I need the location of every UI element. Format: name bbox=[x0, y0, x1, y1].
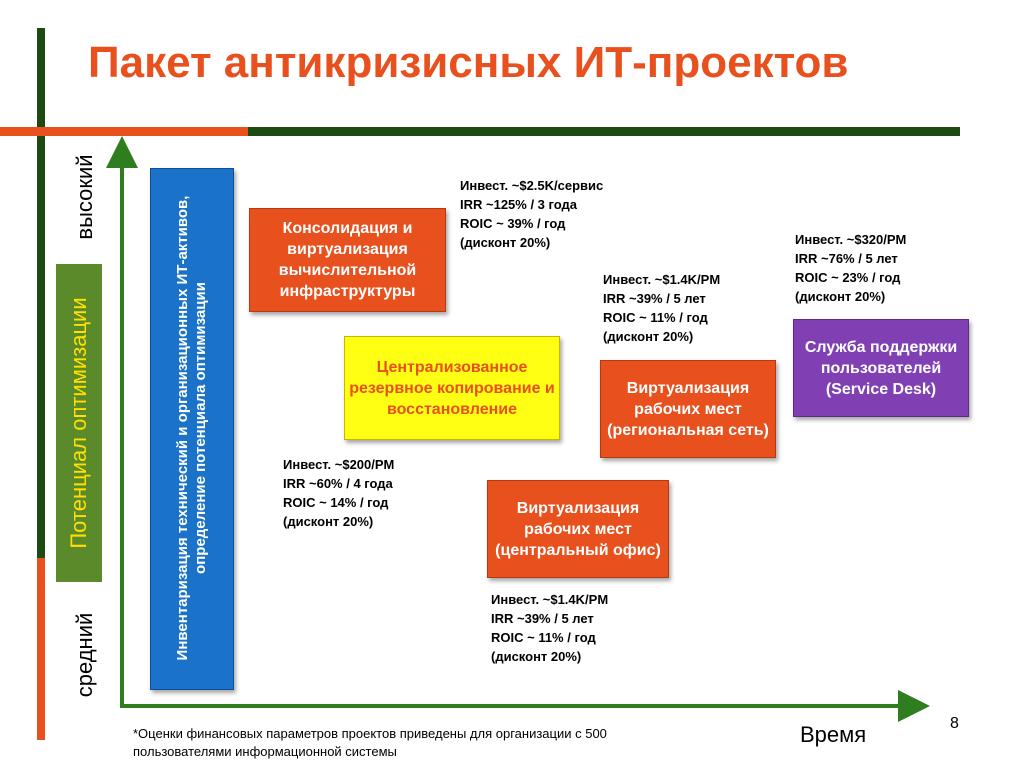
fin-invest: Инвест. ~$200/PM bbox=[283, 457, 395, 472]
left-green-bar bbox=[37, 28, 45, 558]
fin-invest: Инвест. ~$1.4K/PM bbox=[603, 272, 721, 287]
fin-invest: Инвест. ~$1.4K/PM bbox=[491, 592, 609, 607]
financials-backup: Инвест. ~$200/PM IRR ~60% / 4 года ROIC … bbox=[283, 455, 394, 531]
y-axis-label: Потенциал оптимизации bbox=[66, 297, 91, 549]
project-consolidation: Консолидация и виртуализация вычислитель… bbox=[249, 208, 446, 312]
fin-irr: IRR ~60% / 4 года bbox=[283, 476, 393, 491]
footnote: *Оценки финансовых параметров проектов п… bbox=[133, 726, 607, 759]
fin-irr: IRR ~76% / 5 лет bbox=[795, 251, 898, 266]
project-backup: Централизованное резервное копирование и… bbox=[344, 336, 560, 440]
fin-roic: ROIC ~ 39% / год bbox=[460, 216, 566, 231]
y-axis-label-box bbox=[56, 264, 102, 582]
foundation-text: Инвентаризация технический и организацио… bbox=[174, 195, 209, 661]
fin-irr: IRR ~39% / 5 лет bbox=[603, 291, 706, 306]
title-underline-orange bbox=[0, 127, 248, 136]
project-service-desk: Служба поддержки пользователей (Service … bbox=[793, 319, 969, 417]
fin-irr: IRR ~125% / 3 года bbox=[460, 197, 578, 212]
y-axis-mid-label: средний bbox=[72, 612, 97, 698]
fin-roic: ROIC ~ 11% / год bbox=[603, 310, 708, 325]
fin-invest: Инвест. ~$320/PM bbox=[795, 232, 907, 247]
financials-service-desk: Инвест. ~$320/PM IRR ~76% / 5 лет ROIC ~… bbox=[795, 230, 906, 306]
foundation-box: Инвентаризация технический и организацио… bbox=[150, 168, 234, 690]
financials-vdi-regional: Инвест. ~$1.4K/PM IRR ~39% / 5 лет ROIC … bbox=[603, 270, 720, 346]
fin-discount: (дисконт 20%) bbox=[283, 514, 374, 529]
fin-roic: ROIC ~ 23% / год bbox=[795, 270, 901, 285]
fin-discount: (дисконт 20%) bbox=[603, 329, 694, 344]
y-axis-high-label: высокий bbox=[72, 154, 97, 240]
financials-consolidation: Инвест. ~$2.5K/сервис IRR ~125% / 3 года… bbox=[460, 176, 603, 252]
page-number: 8 bbox=[950, 715, 959, 732]
fin-irr: IRR ~39% / 5 лет bbox=[491, 611, 594, 626]
fin-roic: ROIC ~ 11% / год bbox=[491, 630, 596, 645]
fin-invest: Инвест. ~$2.5K/сервис bbox=[460, 178, 604, 193]
fin-discount: (дисконт 20%) bbox=[460, 235, 551, 250]
financials-vdi-central: Инвест. ~$1.4K/PM IRR ~39% / 5 лет ROIC … bbox=[491, 590, 608, 666]
x-axis-label: Время bbox=[800, 722, 867, 747]
page-title: Пакет антикризисных ИТ-проектов bbox=[88, 38, 849, 87]
project-vdi-central: Виртуализация рабочих мест (центральный … bbox=[487, 480, 669, 578]
fin-roic: ROIC ~ 14% / год bbox=[283, 495, 389, 510]
left-orange-bar bbox=[37, 558, 45, 740]
fin-discount: (дисконт 20%) bbox=[795, 289, 886, 304]
fin-discount: (дисконт 20%) bbox=[491, 649, 582, 664]
title-underline-green bbox=[248, 127, 960, 136]
project-vdi-regional: Виртуализация рабочих мест (региональная… bbox=[600, 360, 776, 458]
